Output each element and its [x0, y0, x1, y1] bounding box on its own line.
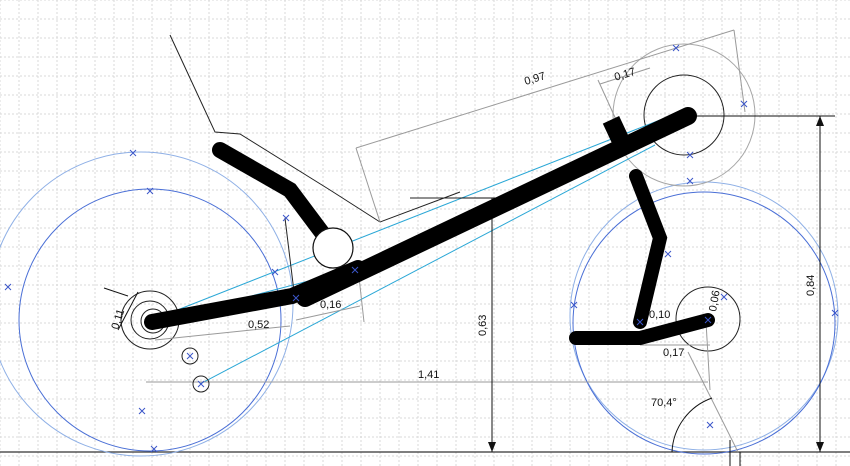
node-marker	[686, 177, 694, 185]
node-marker	[186, 352, 194, 360]
node-marker	[831, 309, 839, 317]
arrow-total-bottom	[816, 442, 824, 452]
label-mid-segment: 0,16	[320, 299, 341, 311]
angle-arc	[671, 397, 713, 453]
node-marker	[351, 266, 359, 274]
node-marker	[636, 318, 644, 326]
node-marker	[129, 149, 137, 157]
dim-ext-head	[597, 79, 619, 125]
node-marker	[150, 445, 158, 453]
label-rear-segment: 0,52	[248, 319, 269, 331]
arrow-total-top	[816, 116, 824, 126]
construction-line-a	[151, 119, 661, 321]
node-marker	[720, 293, 728, 301]
chain-stay	[144, 260, 366, 330]
label-wheelbase: 1,41	[418, 369, 439, 381]
node-marker	[664, 250, 672, 258]
idler-circle-a	[181, 347, 199, 365]
dim-ext-top-a	[355, 147, 381, 223]
head-tube	[602, 115, 636, 159]
construction-thin-a	[379, 191, 461, 223]
construction-thin-c	[284, 217, 296, 301]
label-total-height: 0,84	[805, 275, 817, 296]
dim-ext-front	[705, 321, 711, 391]
seat-pivot-circle	[312, 227, 354, 269]
node-marker	[672, 44, 680, 52]
dim-line-head	[599, 67, 651, 85]
label-front-offset: 0,17	[663, 347, 684, 359]
dim-line-top	[355, 29, 735, 149]
label-seat-height: 0,63	[477, 315, 489, 336]
arrow-seat-bottom	[488, 442, 496, 452]
label-head-offset: 0,17	[613, 66, 637, 84]
label-front-small: 0,10	[649, 309, 670, 321]
dim-line-rear-seg	[154, 325, 291, 341]
front-fork	[629, 169, 668, 329]
node-marker	[686, 151, 694, 159]
node-marker	[292, 294, 300, 302]
steering-circle-grey	[612, 43, 756, 187]
idler-circle-b	[192, 375, 210, 393]
node-marker	[138, 407, 146, 415]
label-front-small-b: 0,06	[707, 289, 723, 312]
node-marker	[570, 301, 578, 309]
front-boom	[569, 313, 715, 345]
dim-line-rear-radius	[117, 291, 139, 331]
node-marker	[706, 421, 714, 429]
node-marker	[704, 316, 712, 324]
node-marker	[282, 214, 290, 222]
dim-ext-top-b	[733, 29, 746, 113]
rear-wheel-outer	[0, 151, 294, 457]
node-marker	[271, 268, 279, 276]
node-marker	[146, 187, 154, 195]
seat-back-outline	[169, 34, 381, 223]
label-rear-radius: 0,11	[109, 308, 127, 331]
rear-wheel-inner	[18, 188, 282, 452]
dim-line-steer-axis	[687, 351, 739, 453]
node-marker	[740, 100, 748, 108]
node-marker	[4, 283, 12, 291]
label-angle: 70,4°	[651, 397, 677, 409]
steering-circle	[643, 74, 725, 156]
front-wheel-inner	[572, 191, 836, 455]
dim-tick-rear-radius	[103, 287, 129, 297]
seat-back-tube	[212, 142, 331, 242]
node-marker	[197, 380, 205, 388]
construction-line-b	[199, 144, 656, 385]
node-markers	[4, 44, 839, 453]
label-top-length: 0,97	[523, 70, 547, 88]
dim-line-mid-seg	[295, 305, 361, 321]
